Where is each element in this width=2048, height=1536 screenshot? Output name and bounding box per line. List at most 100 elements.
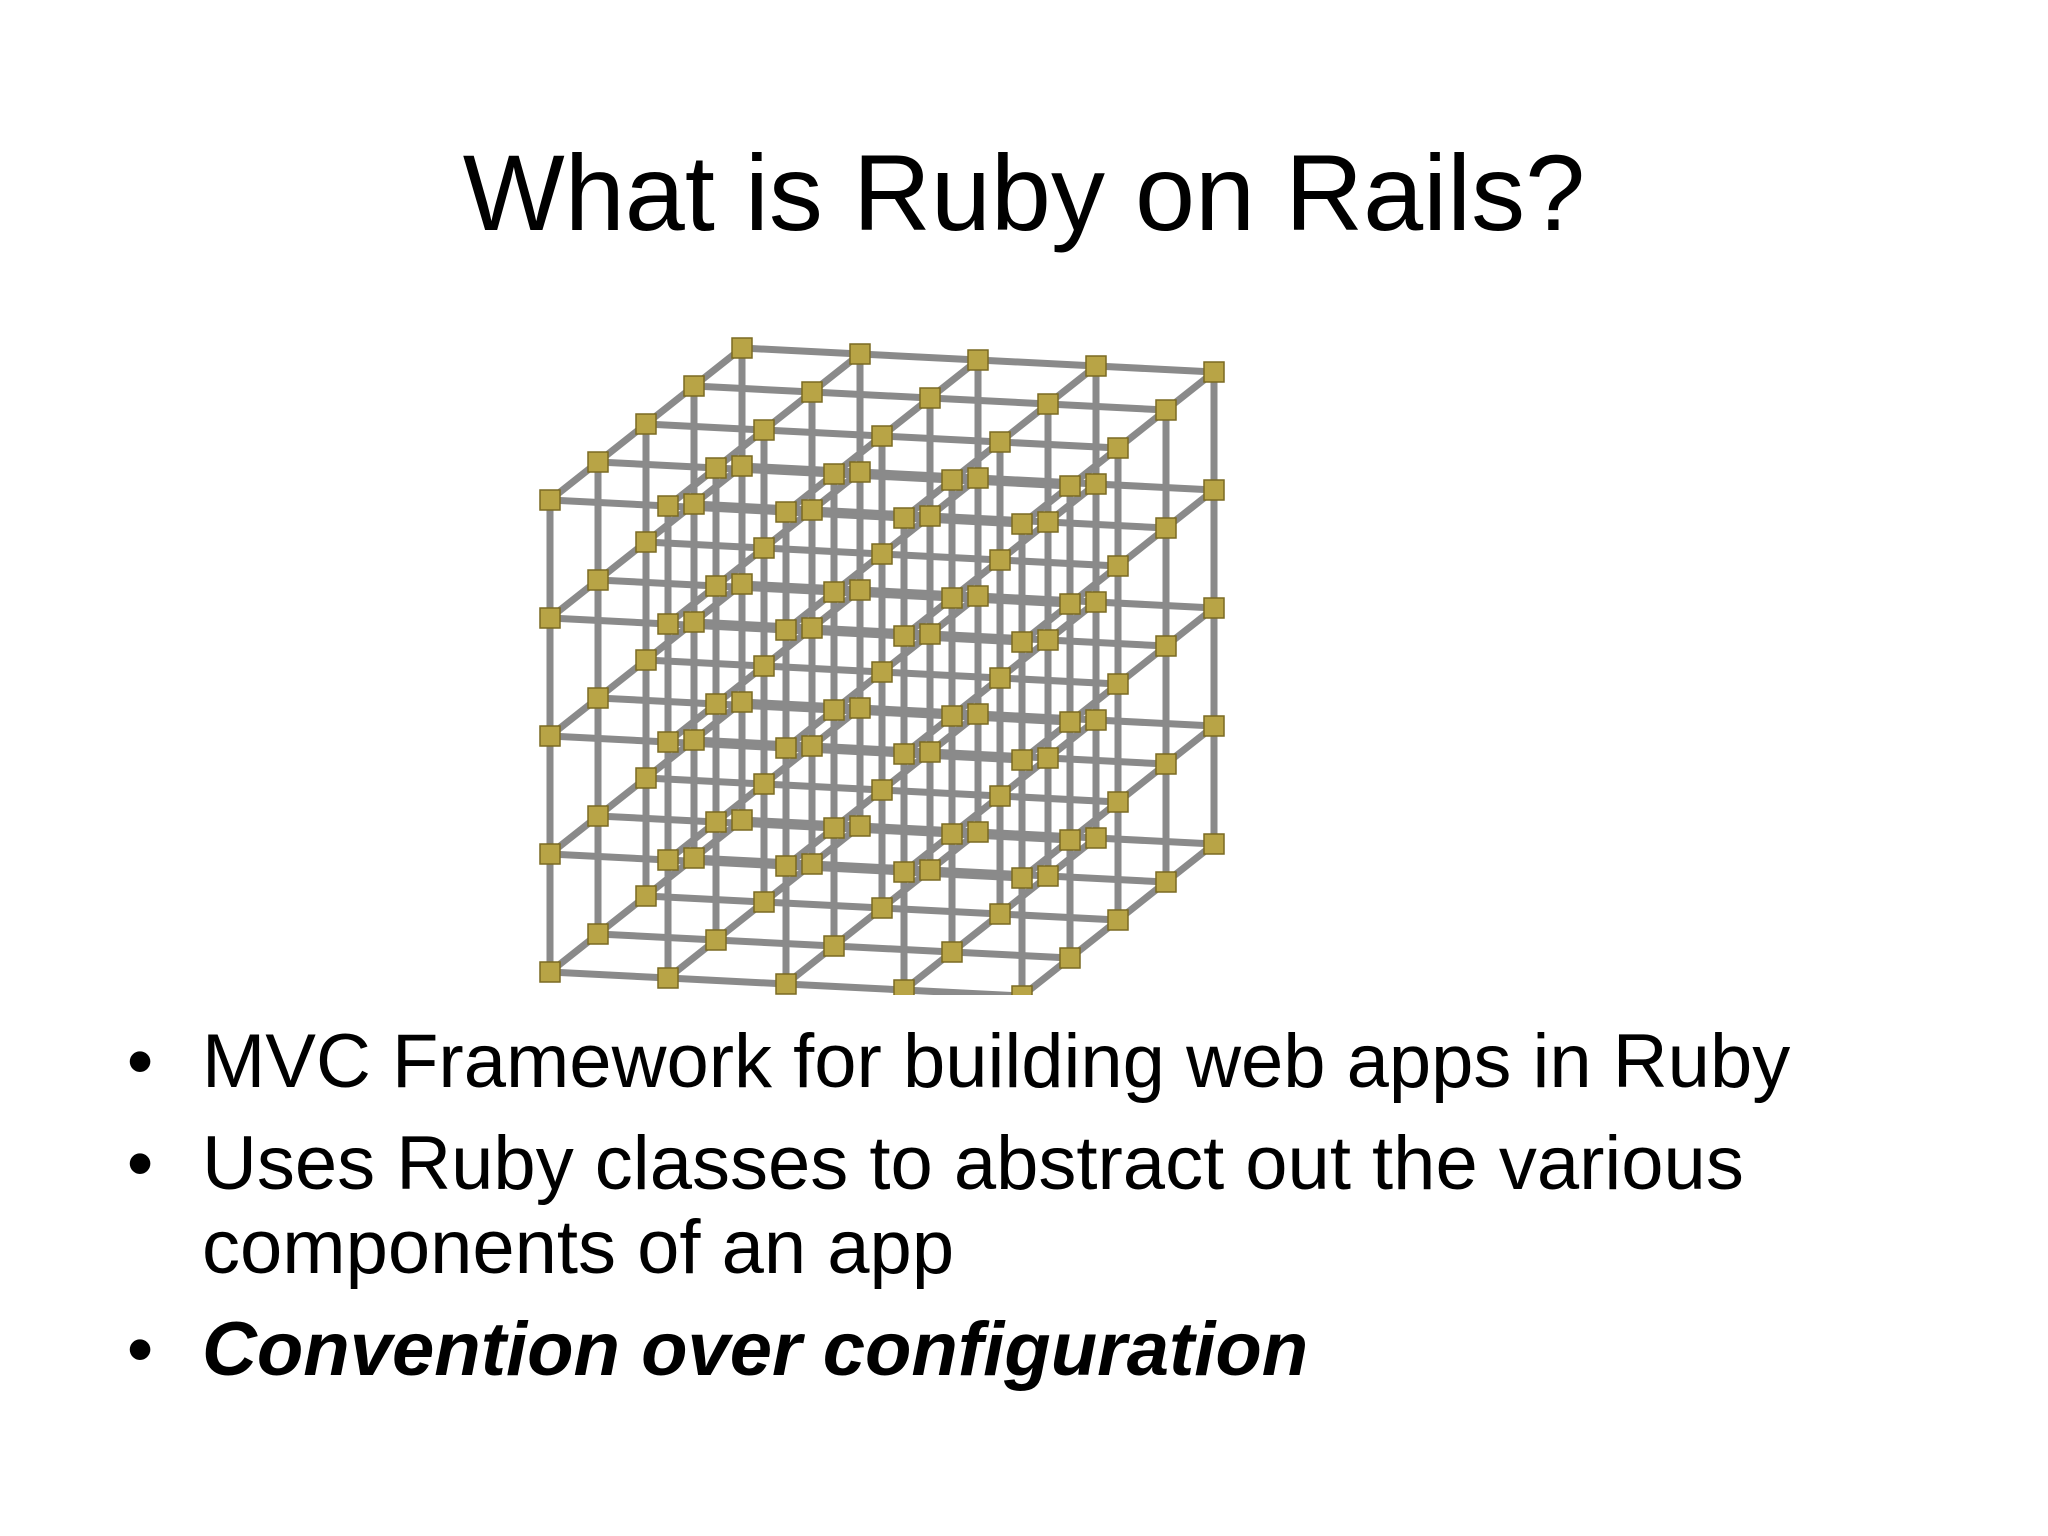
- lattice-joint: [705, 929, 727, 951]
- lattice-joint: [683, 493, 705, 515]
- lattice-rod: [594, 458, 720, 472]
- bullet-text: MVC Framework for building web apps in R…: [202, 1019, 1791, 1104]
- lattice-joint: [1085, 709, 1107, 731]
- lattice-joint: [705, 457, 727, 479]
- lattice-rod: [1044, 400, 1170, 414]
- lattice-joint: [849, 697, 871, 719]
- lattice-joint: [801, 853, 823, 875]
- lattice-joint: [635, 531, 657, 553]
- lattice-joint: [919, 859, 941, 881]
- lattice-joint: [1011, 513, 1033, 535]
- lattice-joint: [1155, 753, 1177, 775]
- lattice-joint: [657, 731, 679, 753]
- lattice-joint: [989, 431, 1011, 453]
- lattice-joint: [775, 973, 797, 995]
- lattice-joint: [683, 729, 705, 751]
- lattice-joint: [871, 779, 893, 801]
- lattice-joint: [823, 817, 845, 839]
- lattice-rod: [642, 420, 768, 434]
- lattice-joint: [1085, 473, 1107, 495]
- lattice-joint: [849, 815, 871, 837]
- lattice-rod: [546, 850, 672, 864]
- lattice-rod: [926, 394, 1052, 408]
- lattice-joint: [989, 549, 1011, 571]
- lattice-joint: [893, 861, 915, 883]
- lattice-rod: [1092, 716, 1218, 730]
- lattice-joint: [919, 741, 941, 763]
- lattice-joint: [967, 349, 989, 371]
- lattice-rod: [830, 942, 956, 956]
- lattice-joint: [1011, 749, 1033, 771]
- lattice-rod: [594, 576, 720, 590]
- lattice-joint: [871, 897, 893, 919]
- lattice-joint: [1203, 597, 1225, 619]
- lattice-rod: [546, 732, 672, 746]
- lattice-joint: [1059, 829, 1081, 851]
- lattice-joint: [1085, 827, 1107, 849]
- lattice-joint: [801, 617, 823, 639]
- lattice-joint: [1155, 517, 1177, 539]
- lattice-joint: [849, 579, 871, 601]
- lattice-joint: [753, 537, 775, 559]
- lattice-rod: [996, 556, 1122, 570]
- lattice-joint: [1155, 399, 1177, 421]
- lattice-rod: [760, 426, 886, 440]
- lattice-joint: [967, 467, 989, 489]
- lattice-rod: [1044, 872, 1170, 886]
- lattice-joint: [967, 703, 989, 725]
- lattice-rod: [642, 774, 768, 788]
- lattice-rod: [878, 668, 1004, 682]
- lattice-joint: [705, 811, 727, 833]
- lattice-joint: [539, 607, 561, 629]
- lattice-joint: [539, 489, 561, 511]
- lattice-joint: [775, 619, 797, 641]
- lattice-rod: [878, 432, 1004, 446]
- lattice-rod: [690, 382, 816, 396]
- lattice-rod: [878, 550, 1004, 564]
- lattice-joint: [775, 855, 797, 877]
- lattice-joint: [1011, 985, 1033, 995]
- bullet-item: • MVC Framework for building web apps in…: [120, 1020, 1940, 1104]
- lattice-joint: [1203, 833, 1225, 855]
- lattice-rod: [642, 538, 768, 552]
- lattice-joint: [1203, 715, 1225, 737]
- lattice-joint: [989, 785, 1011, 807]
- lattice-rod: [996, 792, 1122, 806]
- lattice-joint: [823, 581, 845, 603]
- lattice-joint: [1011, 631, 1033, 653]
- lattice-joint: [587, 451, 609, 473]
- lattice-joint: [705, 693, 727, 715]
- lattice-rod: [878, 904, 1004, 918]
- lattice-joint: [657, 613, 679, 635]
- lattice-joint: [753, 419, 775, 441]
- lattice-joint: [1107, 791, 1129, 813]
- lattice-rod: [546, 496, 672, 510]
- lattice-joint: [919, 387, 941, 409]
- lattice-joint: [1037, 393, 1059, 415]
- bullet-item: • Convention over configuration: [120, 1308, 1940, 1392]
- lattice-joint: [801, 735, 823, 757]
- lattice-rod: [712, 936, 838, 950]
- lattice-joint: [941, 823, 963, 845]
- lattice-joint: [989, 903, 1011, 925]
- lattice-joint: [683, 375, 705, 397]
- lattice-rod: [760, 898, 886, 912]
- lattice-rod: [1092, 362, 1218, 376]
- lattice-rod: [948, 948, 1074, 962]
- lattice-joint: [1011, 867, 1033, 889]
- lattice-joint: [635, 649, 657, 671]
- lattice-joint: [587, 805, 609, 827]
- lattice-joint: [1059, 947, 1081, 969]
- lattice-joint: [753, 773, 775, 795]
- lattice-joint: [731, 337, 753, 359]
- lattice-rod: [642, 892, 768, 906]
- lattice-joint: [657, 849, 679, 871]
- bullet-dot: •: [126, 1019, 154, 1104]
- lattice-rod: [760, 780, 886, 794]
- lattice-joint: [683, 611, 705, 633]
- lattice-joint: [705, 575, 727, 597]
- lattice-rod: [974, 356, 1100, 370]
- bullet-text: Uses Ruby classes to abstract out the va…: [202, 1121, 1744, 1290]
- lattice-rod: [996, 438, 1122, 452]
